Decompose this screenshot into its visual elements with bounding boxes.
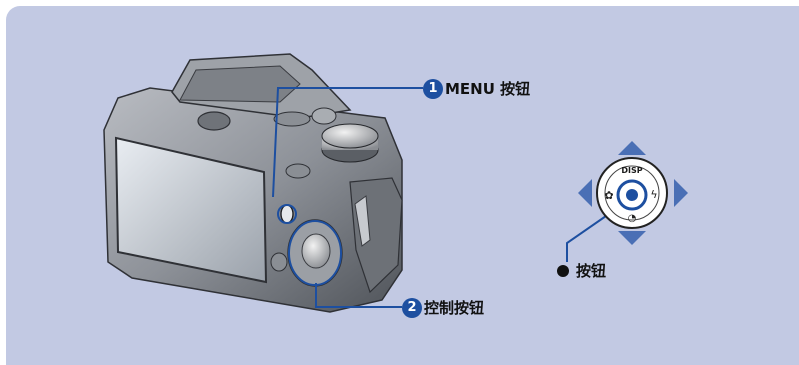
disp-label: DISP <box>621 166 642 175</box>
center-button-callout: 按钮 <box>557 260 606 281</box>
menu-button-label: MENU 按钮 <box>445 80 531 98</box>
flash-icon: ϟ <box>650 188 657 201</box>
menu-button-callout: 1 MENU 按钮 <box>423 78 530 99</box>
center-button-label: 按钮 <box>576 262 607 280</box>
callout-number-1: 1 <box>423 78 443 99</box>
center-button-dot-icon <box>557 264 569 277</box>
control-button-highlight <box>288 220 342 286</box>
arrow-left-icon <box>578 179 592 207</box>
leader-lines <box>272 87 633 308</box>
menu-leader-line <box>272 87 423 198</box>
menu-button-highlight <box>277 204 297 224</box>
self-timer-icon: ◔ <box>628 213 637 224</box>
arrow-down-icon <box>618 231 646 245</box>
control-pad-diagram: DISP ϟ ✿ ◔ <box>578 141 688 245</box>
arrow-up-icon <box>618 141 646 155</box>
control-button-callout: 2 控制按钮 <box>402 297 484 318</box>
control-button-label: 控制按钮 <box>424 299 485 317</box>
control-leader-line <box>315 283 402 308</box>
macro-icon: ✿ <box>604 189 613 202</box>
camera-illustration <box>103 53 403 313</box>
callout-number-2: 2 <box>402 297 422 318</box>
arrow-right-icon <box>674 179 688 207</box>
